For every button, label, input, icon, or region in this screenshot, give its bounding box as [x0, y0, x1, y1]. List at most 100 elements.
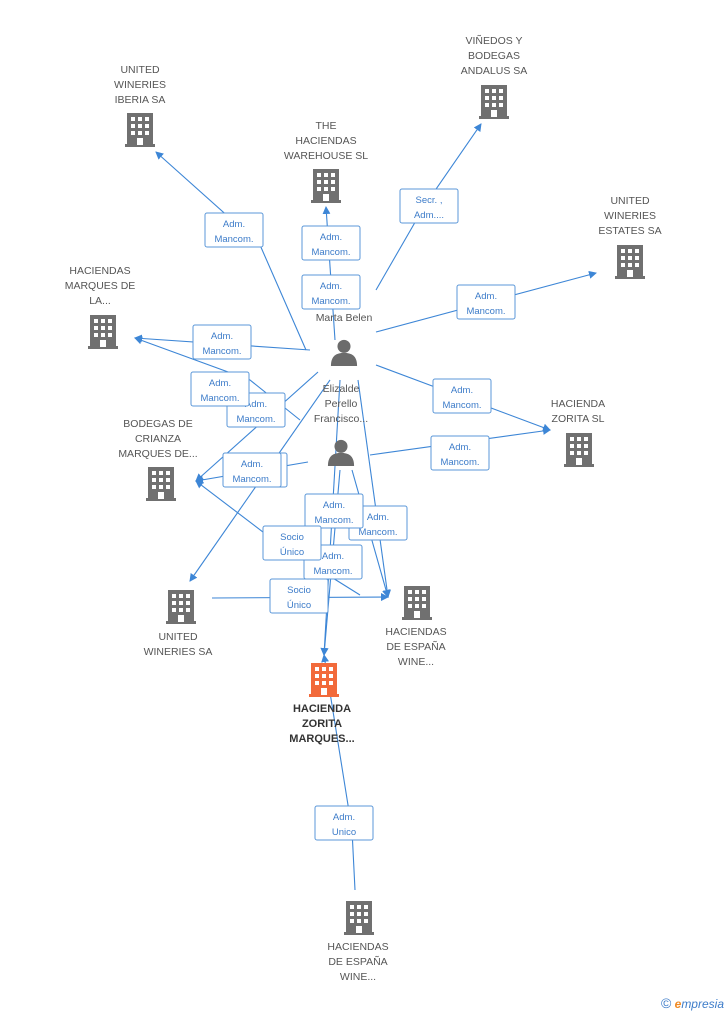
person-node[interactable]: ElizaldePerelloFrancisco...	[314, 383, 368, 466]
edge-label-text: Mancom.	[466, 306, 505, 317]
edge-label-box	[262, 525, 322, 561]
edge-label-box	[204, 212, 264, 248]
edge-label-text: Adm.	[241, 459, 263, 470]
edge-label-box	[432, 378, 492, 414]
building-icon	[125, 113, 155, 147]
edge-label-box	[301, 225, 361, 261]
edge-label-box	[304, 493, 364, 529]
edge-label-text: Socio	[280, 532, 304, 543]
edge-label-text: Mancom.	[314, 515, 353, 526]
edge-label[interactable]: Adm. Mancom.	[301, 274, 361, 310]
edge-label[interactable]: Adm.Mancom.	[304, 493, 364, 529]
company-node[interactable]: UNITED WINERIES SA	[144, 590, 213, 658]
node-label: WINERIES	[114, 79, 166, 91]
edge-label-box	[269, 578, 329, 614]
node-label: Francisco...	[314, 413, 368, 425]
node-label: MARQUES DE	[65, 280, 136, 292]
node-label: MARQUES DE...	[118, 448, 197, 460]
node-label: Elizalde	[323, 383, 360, 395]
node-label: VIÑEDOS Y	[466, 34, 523, 47]
edge-label[interactable]: Secr. ,Adm....	[399, 188, 459, 224]
node-label: HACIENDA	[293, 703, 351, 715]
node-label: ZORITA	[302, 718, 342, 730]
edge-label-text: Adm.	[451, 385, 473, 396]
copyright-icon: ©	[660, 995, 672, 1011]
focus-company-node[interactable]: HACIENDA ZORITA MARQUES...	[289, 663, 355, 745]
building-icon	[564, 433, 594, 467]
edge-label-text: Mancom.	[202, 346, 241, 357]
edge-label-box	[301, 274, 361, 310]
company-node[interactable]: THE HACIENDAS WAREHOUSE SL	[284, 120, 368, 203]
edge-label[interactable]: Adm.Mancom.	[430, 435, 490, 471]
node-label: CRIANZA	[135, 433, 181, 445]
edge-label[interactable]: Adm. Mancom.	[432, 378, 492, 414]
edge-label-text: Unico	[332, 827, 356, 838]
edge-label-text: Socio	[287, 585, 311, 596]
edge-label-text: Mancom.	[311, 296, 350, 307]
edge-label-text: Adm.	[211, 331, 233, 342]
edge-label-text: Adm.	[320, 232, 342, 243]
node-label: MARQUES...	[289, 733, 354, 745]
building-icon	[402, 586, 432, 620]
edge-label[interactable]: Adm.Mancom.	[190, 371, 250, 407]
edge-label[interactable]: Adm.Mancom.	[222, 452, 282, 488]
node-label: HACIENDAS	[327, 941, 388, 953]
company-node[interactable]: BODEGAS DE CRIANZA MARQUES DE...	[118, 418, 198, 501]
edge-label-text: Único	[287, 600, 311, 611]
node-label: BODEGAS	[468, 50, 520, 62]
building-icon	[146, 467, 176, 501]
edge-label-box	[430, 435, 490, 471]
edge-label-text: Adm.	[367, 512, 389, 523]
edge-label[interactable]: Adm. Unico	[314, 805, 374, 841]
edge-label[interactable]: Adm. Mancom.	[192, 324, 252, 360]
node-label: BODEGAS DE	[123, 418, 192, 430]
edge-label-text: Mancom.	[236, 414, 275, 425]
node-label: UNITED	[158, 631, 198, 643]
edge-label-text: Mancom.	[311, 247, 350, 258]
edge-label-text: Adm.	[320, 281, 342, 292]
node-label: UNITED	[610, 195, 650, 207]
brand-name: mpresia	[681, 997, 724, 1011]
building-icon	[311, 169, 341, 203]
node-label: DE ESPAÑA	[386, 640, 445, 653]
building-icon	[309, 663, 339, 697]
edge-label-box	[314, 805, 374, 841]
node-label: WAREHOUSE SL	[284, 150, 368, 162]
edge-label-box	[192, 324, 252, 360]
edge-label-text: Mancom.	[214, 234, 253, 245]
edge-label[interactable]: Adm.Mancom.	[204, 212, 264, 248]
edge-label-text: Mancom.	[442, 400, 481, 411]
building-icon	[615, 245, 645, 279]
edge-label-text: Adm.	[449, 442, 471, 453]
edge-label[interactable]: Adm. Mancom.	[301, 225, 361, 261]
edge-label-text: Adm.	[333, 812, 355, 823]
edge-label-text: Adm.	[475, 291, 497, 302]
node-label: UNITED	[120, 64, 160, 76]
building-icon	[88, 315, 118, 349]
node-label: HACIENDAS	[385, 626, 446, 638]
edge-label-text: Adm.	[209, 378, 231, 389]
node-label: HACIENDAS	[69, 265, 130, 277]
edge-label-text: Único	[280, 547, 304, 558]
building-icon	[166, 590, 196, 624]
edge-label-text: Mancom.	[358, 527, 397, 538]
node-label: THE	[316, 120, 337, 132]
empresia-brand[interactable]: © empresia	[661, 995, 724, 1011]
node-label: Perello	[325, 398, 358, 410]
node-label: WINERIES SA	[144, 646, 213, 658]
node-label: ZORITA SL	[552, 413, 605, 425]
edge-label[interactable]: Adm. Mancom.	[456, 284, 516, 320]
node-label: HACIENDAS	[295, 135, 356, 147]
edge-line	[155, 151, 307, 351]
